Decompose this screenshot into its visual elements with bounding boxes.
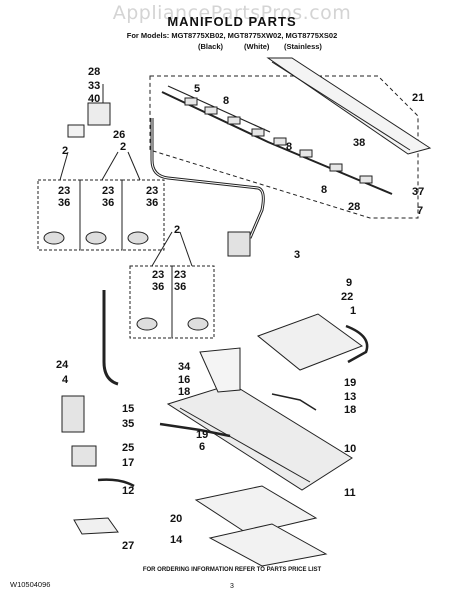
callout: 37 — [412, 186, 424, 198]
callout: 40 — [88, 93, 100, 105]
hose-1 — [345, 324, 369, 364]
variant-white: (White) — [244, 42, 270, 51]
callout: 36 — [174, 281, 186, 293]
ordering-note: FOR ORDERING INFORMATION REFER TO PARTS … — [142, 567, 322, 573]
callout: 3 — [294, 249, 300, 261]
callout: 5 — [194, 83, 200, 95]
callout: 23 — [58, 185, 70, 197]
callout: 8 — [223, 95, 229, 107]
callout: 18 — [178, 386, 190, 398]
callout: 17 — [122, 457, 134, 469]
callout: 21 — [412, 92, 424, 104]
valve-box-5 — [171, 265, 215, 339]
watermark: AppliancePartsPros.com — [112, 2, 352, 24]
callout: 22 — [341, 291, 353, 303]
callout: 2 — [120, 141, 126, 153]
callout: 28 — [348, 201, 360, 213]
callout: 20 — [170, 513, 182, 525]
callout: 25 — [122, 442, 134, 454]
callout: 13 — [344, 391, 356, 403]
manifold-rail — [266, 57, 432, 155]
variant-black: (Black) — [198, 42, 224, 51]
manifold-assembly-box — [149, 75, 419, 219]
valve-box-2 — [79, 179, 123, 251]
drip-pan-14 — [208, 523, 328, 567]
callout: 2 — [62, 145, 68, 157]
callouts: 28 33 40 5 8 21 26 2 2 23 36 23 36 23 36… — [56, 66, 424, 552]
page-title: MANIFOLD PARTS — [167, 14, 297, 29]
callout: 23 — [174, 269, 186, 281]
gas-tube-24 — [102, 290, 119, 386]
callout: 33 — [88, 80, 100, 92]
regulator-part — [227, 231, 251, 257]
callout: 23 — [102, 185, 114, 197]
callout: 26 — [113, 129, 125, 141]
callout: 38 — [353, 137, 365, 149]
document-number: W10504096 — [10, 580, 51, 589]
callout: 6 — [199, 441, 205, 453]
callout: 19 — [344, 377, 356, 389]
callout: 16 — [178, 374, 190, 386]
callout: 2 — [174, 224, 180, 236]
manifold-tube — [161, 91, 393, 195]
callout: 36 — [146, 197, 158, 209]
valve-box-1 — [37, 179, 81, 251]
callout: 12 — [122, 485, 134, 497]
callout: 18 — [344, 404, 356, 416]
callout: 34 — [178, 361, 191, 373]
valve-box-3 — [121, 179, 165, 251]
bracket-part — [87, 102, 111, 126]
callout: 28 — [88, 66, 100, 78]
callout: 24 — [56, 359, 69, 371]
callout: 11 — [344, 487, 356, 499]
callout: 35 — [122, 418, 134, 430]
callout: 4 — [62, 374, 69, 386]
callout: 19 — [196, 429, 208, 441]
callout: 23 — [152, 269, 164, 281]
page-number: 3 — [230, 583, 234, 590]
drip-pan-20 — [194, 485, 318, 535]
burner-cover — [257, 313, 364, 371]
callout: 36 — [102, 197, 114, 209]
callout: 10 — [344, 443, 356, 455]
callout: 36 — [152, 281, 164, 293]
callout: 14 — [170, 534, 183, 546]
callout: 23 — [146, 185, 158, 197]
callout: 27 — [122, 540, 134, 552]
main-manifold-pipe — [166, 383, 353, 491]
manifold-valves — [184, 97, 373, 184]
callout: 8 — [286, 141, 292, 153]
variant-stainless: (Stainless) — [284, 42, 322, 51]
callout: 8 — [321, 184, 327, 196]
callout: 9 — [346, 277, 352, 289]
callout: 1 — [350, 305, 356, 317]
models-line: For Models: MGT8775XB02, MGT8775XW02, MG… — [126, 31, 338, 40]
callout: 15 — [122, 403, 134, 415]
callout: 36 — [58, 197, 70, 209]
valve-4 — [61, 395, 85, 433]
callout: 7 — [417, 205, 423, 217]
